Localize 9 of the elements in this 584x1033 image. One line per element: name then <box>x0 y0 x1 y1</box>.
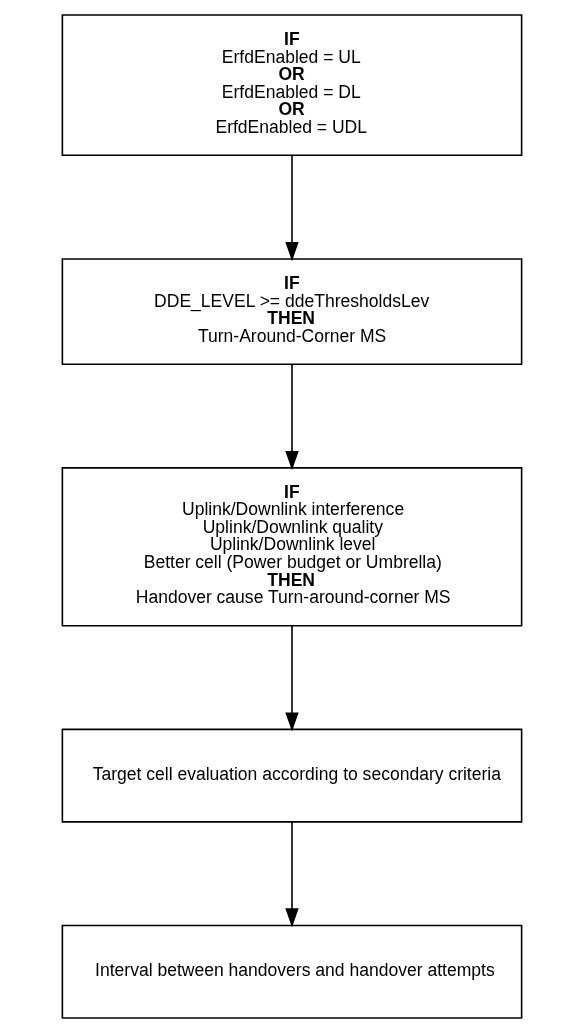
node-box: Target cell evaluation according to secondary criteria <box>61 728 523 823</box>
node-box: IF ErfdEnabled = UL OR ErfdEnabled = DL OR ErfdEnabled = UDL <box>61 14 523 157</box>
node-box: Interval between handovers and handover attempts <box>61 924 523 1019</box>
arrow <box>285 821 299 928</box>
arrow <box>285 363 299 471</box>
node-box: IF DDE_LEVEL >= ddeThresholdsLev THEN Turn-Around-Corner MS <box>61 258 523 365</box>
node-box: IF Uplink/Downlink interference Uplink/Downlink quality Uplink/Downlink level Better cell (Power budget or Umbrella) THEN Handover cause Turn-around-corner MS <box>61 467 523 627</box>
arrow <box>285 154 299 262</box>
arrow <box>285 625 299 732</box>
